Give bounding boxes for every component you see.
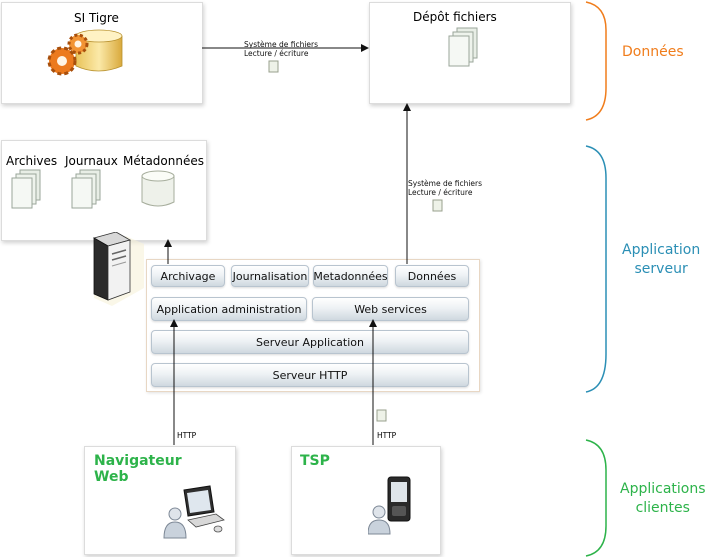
si-tigre-label: SI Tigre	[74, 11, 119, 25]
module-donnees: Données	[395, 265, 469, 287]
app-clientes-line2: clientes	[635, 500, 690, 516]
server-tower-icon	[92, 232, 144, 306]
tsp-title: TSP	[300, 453, 330, 469]
app-serveur-line1: Application	[622, 242, 701, 258]
brace-application-serveur	[585, 145, 607, 393]
module-metadonnees: Metadonnées	[313, 265, 388, 287]
serveur-application-bar: Serveur Application	[151, 330, 469, 354]
journaux-files-icon	[71, 169, 101, 209]
link-label-top: Système de fichiers Lecture / écriture	[244, 40, 318, 58]
app-clientes-line1: Applications	[620, 481, 706, 497]
file-icon-bottom	[376, 409, 387, 422]
computer-user-icon	[163, 485, 225, 539]
link-right-line1: Système de fichiers	[408, 179, 483, 188]
application-administration-bar: Application administration	[151, 297, 307, 321]
layer-label-donnees: Données	[622, 44, 684, 60]
metadonnees-database-icon	[141, 170, 175, 207]
archives-files-icon	[11, 169, 41, 209]
link-top-line2: Lecture / écriture	[244, 49, 309, 58]
depot-fichiers-label: Dépôt fichiers	[413, 10, 497, 24]
files-stack-icon	[448, 27, 478, 67]
metadonnees-label: Métadonnées	[123, 154, 204, 168]
journaux-label: Journaux	[65, 154, 118, 168]
file-icon-right	[432, 199, 443, 212]
link-label-right: Système de fichiers Lecture / écriture	[408, 179, 482, 197]
web-services-bar: Web services	[312, 297, 469, 321]
web-line: Web	[94, 469, 129, 485]
database-gears-icon	[47, 29, 123, 76]
layer-label-applications-clientes: Applications clientes	[620, 480, 706, 518]
link-right-line2: Lecture / écriture	[408, 188, 473, 197]
brace-donnees	[585, 1, 607, 121]
module-archivage: Archivage	[151, 265, 225, 287]
file-icon-top	[268, 60, 279, 73]
navigateur-line: Navigateur	[94, 453, 182, 469]
link-top-line1: Système de fichiers	[244, 40, 319, 49]
navigateur-web-title: Navigateur Web	[94, 453, 182, 485]
serveur-http-bar: Serveur HTTP	[151, 363, 469, 387]
http-label-left: HTTP	[177, 431, 197, 440]
brace-applications-clientes	[585, 439, 607, 557]
archives-label: Archives	[6, 154, 58, 168]
layer-label-application-serveur: Application serveur	[622, 241, 700, 279]
app-serveur-line2: serveur	[634, 261, 688, 277]
http-label-right: HTTP	[377, 431, 397, 440]
tsp-box	[291, 446, 441, 555]
module-journalisation: Journalisation	[231, 265, 309, 287]
mobile-user-icon	[368, 476, 411, 535]
